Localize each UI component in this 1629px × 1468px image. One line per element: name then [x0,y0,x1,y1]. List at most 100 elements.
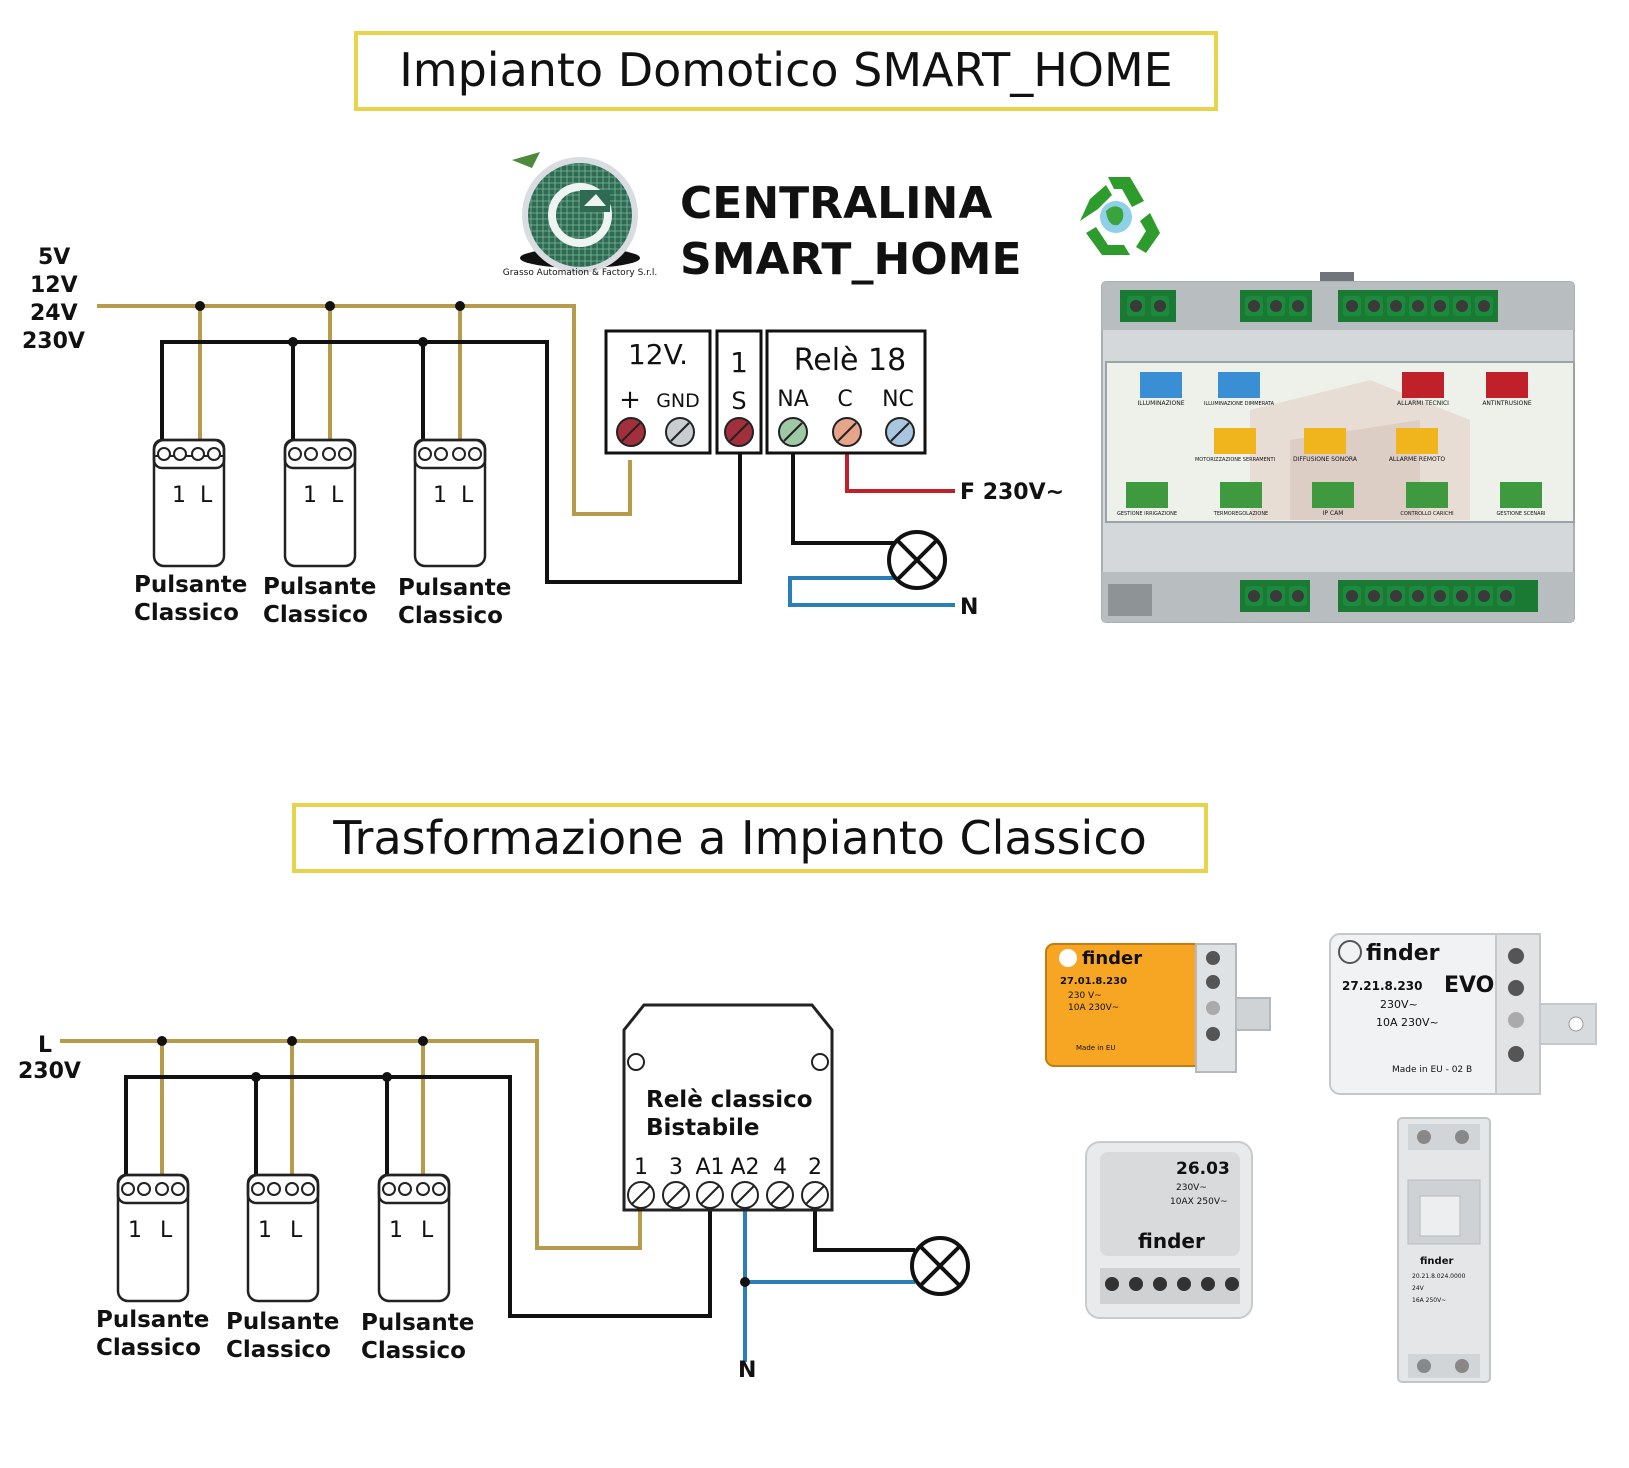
svg-text:Made in EU - 02 B: Made in EU - 02 B [1392,1065,1472,1075]
svg-text:ALLARME REMOTO: ALLARME REMOTO [1389,456,1446,463]
push-button-2: 1 L [283,438,357,568]
svg-text:IP CAM: IP CAM [1323,510,1344,517]
svg-text:3: 3 [669,1155,683,1180]
push-button-1: 1 L [152,438,226,568]
junction-dot [195,301,205,311]
push-button-4: 1 L [116,1173,190,1303]
junction-dot [455,301,465,311]
svg-text:C: C [837,387,852,412]
svg-text:ILLUMINAZIONE: ILLUMINAZIONE [1138,400,1185,407]
svg-text:L: L [421,1218,434,1243]
svg-text:Grasso Automation & Factory S.: Grasso Automation & Factory S.r.l. [503,268,658,278]
svg-text:27.01.8.230: 27.01.8.230 [1060,976,1127,987]
svg-text:L: L [290,1218,303,1243]
button-caption: Pulsante [398,575,511,601]
svg-text:L: L [331,483,344,508]
brand-line-1: CENTRALINA [680,178,992,229]
top-title: Impianto Domotico SMART_HOME [399,43,1173,97]
svg-text:10A 230V~: 10A 230V~ [1376,1016,1439,1029]
company-logo: Grasso Automation & Factory S.r.l. [503,152,658,278]
svg-text:230V~: 230V~ [1380,998,1418,1011]
product-finder-27-01: finder 27.01.8.230 230 V~ 10A 230V~ Made… [1045,943,1271,1073]
supply-label: 24V [30,301,78,326]
svg-text:CONTROLLO CARICHI: CONTROLLO CARICHI [1400,511,1453,517]
svg-text:Relè classico: Relè classico [646,1087,813,1113]
svg-text:230 V~: 230 V~ [1068,991,1102,1001]
svg-text:finder: finder [1420,1256,1453,1267]
push-button-3: 1 L [413,438,487,568]
svg-text:GND: GND [656,390,700,412]
leaf-icon [512,152,540,168]
product-finder-26-03: 26.03 230V~ 10AX 250V~ finder [1085,1141,1253,1319]
svg-text:27.21.8.230: 27.21.8.230 [1342,979,1422,993]
svg-text:1: 1 [634,1155,648,1180]
power-terminal-block: 12V. + GND [604,329,712,455]
svg-text:2: 2 [808,1155,822,1180]
push-button-6: 1 L [377,1173,451,1303]
svg-text:Made in EU: Made in EU [1076,1044,1115,1052]
top-title-box [354,31,1218,111]
svg-text:DIFFUSIONE SONORA: DIFFUSIONE SONORA [1293,456,1358,463]
svg-text:10AX 250V~: 10AX 250V~ [1170,1197,1228,1207]
svg-text:1: 1 [258,1218,272,1243]
bottom-title-box [292,803,1208,873]
svg-text:TERMOREGOLAZIONE: TERMOREGOLAZIONE [1213,511,1268,517]
recycle-icon [1080,177,1160,255]
svg-text:NA: NA [777,387,809,412]
button-caption: Pulsante [263,574,376,600]
svg-text:ANTINTRUSIONE: ANTINTRUSIONE [1482,400,1532,407]
push-button-5: 1 L [246,1173,320,1303]
svg-text:L: L [160,1218,173,1243]
svg-text:10A 230V~: 10A 230V~ [1068,1003,1119,1013]
phase-label: F 230V~ [960,480,1064,505]
input-terminal-block: 1 S [715,329,763,455]
button-caption: Classico [398,603,503,629]
svg-text:EVO: EVO [1444,973,1494,998]
centralina-device: ILLUMINAZIONE ILLUMINAZIONE DIMMERATA AL… [1101,272,1575,623]
svg-text:NC: NC [882,387,914,412]
junction-dot [288,337,298,347]
svg-text:L: L [200,483,213,508]
svg-text:12V.: 12V. [628,338,688,371]
svg-text:230V~: 230V~ [1176,1183,1207,1193]
svg-text:S: S [731,387,746,415]
svg-text:Relè 18: Relè 18 [794,343,906,378]
top-wiring [97,304,955,607]
svg-text:GESTIONE SCENARI: GESTIONE SCENARI [1496,511,1545,517]
junction-dot [740,1277,750,1287]
svg-text:L: L [461,483,474,508]
relay-terminal-block: Relè 18 NA C NC [765,329,927,455]
button-caption: Classico [226,1337,331,1363]
svg-text:1: 1 [172,483,186,508]
junction-dot [251,1072,261,1082]
supply-label: 5V [38,245,70,270]
svg-text:GESTIONE IRRIGAZIONE: GESTIONE IRRIGAZIONE [1117,511,1177,517]
neutral-label: N [960,595,978,620]
svg-text:26.03: 26.03 [1176,1159,1230,1179]
svg-text:A2: A2 [730,1155,759,1180]
bistable-relay: Relè classico Bistabile 1 3 A1 A2 4 2 [622,1003,834,1212]
button-caption: Pulsante [361,1310,474,1336]
svg-text:1: 1 [303,483,317,508]
button-caption: Classico [134,600,239,626]
junction-dot [382,1072,392,1082]
svg-text:16A 250V~: 16A 250V~ [1412,1297,1446,1304]
product-finder-20-21: finder 20.21.8.024.0000 24V 16A 250V~ [1397,1117,1491,1383]
button-caption: Pulsante [96,1307,209,1333]
product-finder-27-21-evo: finder 27.21.8.230 EVO 230V~ 10A 230V~ M… [1329,933,1597,1095]
junction-dot [325,301,335,311]
brand-line-2: SMART_HOME [680,234,1022,285]
svg-text:finder: finder [1138,1229,1205,1253]
supply-label: 230V [22,329,85,354]
svg-text:20.21.8.024.0000: 20.21.8.024.0000 [1412,1273,1466,1280]
button-caption: Pulsante [134,572,247,598]
button-caption: Classico [263,602,368,628]
svg-text:ALLARMI TECNICI: ALLARMI TECNICI [1397,400,1449,407]
line-label: L [38,1033,52,1058]
svg-text:24V: 24V [1412,1285,1425,1292]
button-caption: Classico [361,1338,466,1364]
junction-dot [418,1036,428,1046]
svg-text:1: 1 [433,483,447,508]
junction-dot [287,1036,297,1046]
svg-text:4: 4 [773,1155,787,1180]
